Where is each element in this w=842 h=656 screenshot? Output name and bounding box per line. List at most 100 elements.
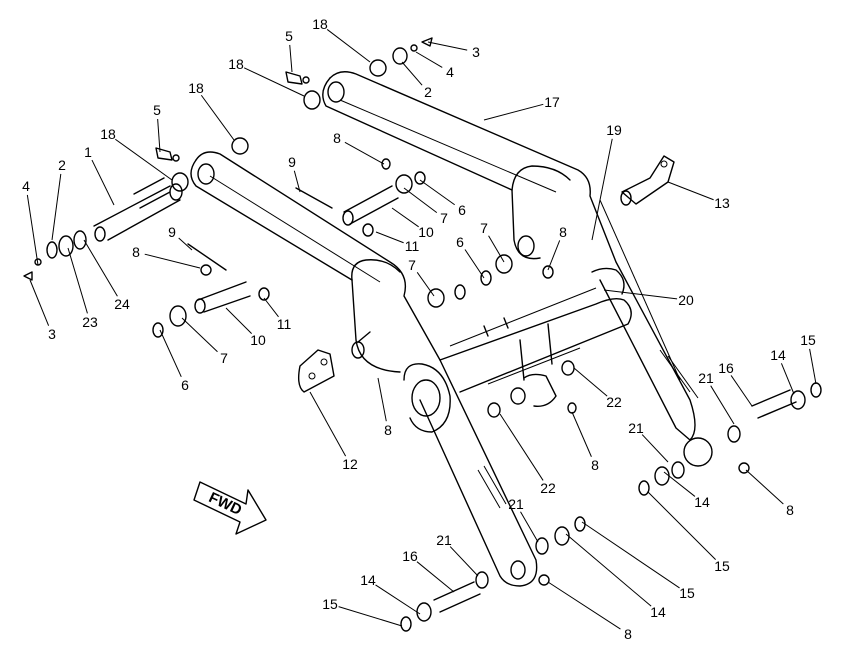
leader-line xyxy=(344,141,385,165)
leader-line xyxy=(377,377,387,422)
callout-number: 2 xyxy=(58,157,66,173)
callout-23: 23 xyxy=(67,247,98,330)
leader-line xyxy=(573,367,608,397)
leader-line xyxy=(591,138,613,241)
callout-number: 4 xyxy=(446,64,454,80)
leader-line xyxy=(67,247,88,314)
leader-line xyxy=(338,606,403,627)
leader-line xyxy=(263,297,279,318)
leader-line xyxy=(29,279,50,326)
callout-19: 19 xyxy=(591,122,622,241)
callout-number: 18 xyxy=(312,16,328,32)
leader-line xyxy=(289,44,293,73)
callout-number: 12 xyxy=(342,456,358,472)
callout-18: 18 xyxy=(100,126,173,181)
callout-number: 21 xyxy=(698,370,714,386)
leader-line xyxy=(178,237,193,251)
callout-4: 4 xyxy=(22,178,39,266)
callout-24: 24 xyxy=(83,239,130,312)
pin-assembly-left xyxy=(23,137,249,281)
callout-18: 18 xyxy=(228,56,305,97)
bracket-13 xyxy=(620,155,675,206)
callout-8: 8 xyxy=(547,581,632,642)
leader-line xyxy=(416,272,435,297)
callout-22: 22 xyxy=(573,367,622,410)
leader-line xyxy=(571,411,592,457)
callout-number: 17 xyxy=(544,94,560,110)
callout-5: 5 xyxy=(153,102,161,153)
callout-13: 13 xyxy=(667,181,730,211)
leader-line xyxy=(464,249,485,279)
callout-7: 7 xyxy=(408,257,435,297)
leader-line xyxy=(144,253,201,269)
callout-number: 3 xyxy=(472,44,480,60)
callout-20: 20 xyxy=(603,289,694,308)
leader-line xyxy=(115,138,173,181)
leader-line xyxy=(565,533,652,607)
pin-assembly-right xyxy=(487,360,822,496)
callout-number: 3 xyxy=(48,326,56,342)
leader-line xyxy=(309,391,347,457)
leader-line xyxy=(91,159,115,206)
callout-number: 15 xyxy=(322,596,338,612)
leader-line xyxy=(745,469,784,505)
callout-22: 22 xyxy=(499,413,556,496)
leader-line xyxy=(520,511,539,543)
callout-number: 8 xyxy=(132,244,140,260)
callout-number: 8 xyxy=(384,422,392,438)
leader-line xyxy=(809,348,817,385)
callout-number: 6 xyxy=(456,234,464,250)
leader-line xyxy=(710,385,735,425)
cross-member xyxy=(439,267,699,407)
leader-line xyxy=(375,584,421,615)
callout-8: 8 xyxy=(571,411,599,473)
callout-number: 9 xyxy=(288,154,296,170)
callout-number: 22 xyxy=(540,480,556,496)
pin-assembly-top xyxy=(285,37,433,110)
callout-10: 10 xyxy=(391,207,434,240)
callout-number: 14 xyxy=(650,604,666,620)
callout-number: 15 xyxy=(714,558,730,574)
callout-number: 8 xyxy=(786,502,794,518)
leader-line xyxy=(603,289,678,300)
callout-8: 8 xyxy=(132,244,201,269)
callout-number: 7 xyxy=(408,257,416,273)
leader-line xyxy=(200,94,235,141)
callout-15: 15 xyxy=(800,332,817,385)
callout-number: 8 xyxy=(559,224,567,240)
leader-line xyxy=(547,581,621,630)
callout-number: 11 xyxy=(277,316,292,332)
pin-assembly-mid xyxy=(152,158,554,338)
callout-number: 7 xyxy=(480,220,488,236)
callout-21: 21 xyxy=(628,420,669,463)
bracket-12 xyxy=(297,331,371,393)
leader-line xyxy=(391,207,419,228)
callout-number: 24 xyxy=(114,296,130,312)
lift-arm-rear xyxy=(322,71,696,441)
callout-7: 7 xyxy=(480,220,505,263)
callout-15: 15 xyxy=(322,596,403,627)
leader-line xyxy=(419,179,455,206)
leader-line xyxy=(449,546,479,577)
callout-number: 6 xyxy=(181,377,189,393)
callout-number: 21 xyxy=(628,420,644,436)
callout-number: 21 xyxy=(508,496,524,512)
callout-16: 16 xyxy=(402,548,455,593)
leader-line xyxy=(780,363,795,395)
callout-14: 14 xyxy=(663,471,710,510)
callout-number: 1 xyxy=(84,144,92,160)
leader-line xyxy=(26,194,39,266)
leader-line xyxy=(663,471,696,497)
callout-8: 8 xyxy=(333,130,385,165)
callout-8: 8 xyxy=(547,224,567,271)
callout-number: 10 xyxy=(418,224,434,240)
leader-line xyxy=(647,491,716,560)
leader-line xyxy=(157,118,161,153)
leader-line xyxy=(326,29,371,63)
callout-number: 8 xyxy=(591,457,599,473)
callout-21: 21 xyxy=(508,496,539,543)
callout-number: 14 xyxy=(694,494,710,510)
callout-number: 5 xyxy=(285,28,293,44)
